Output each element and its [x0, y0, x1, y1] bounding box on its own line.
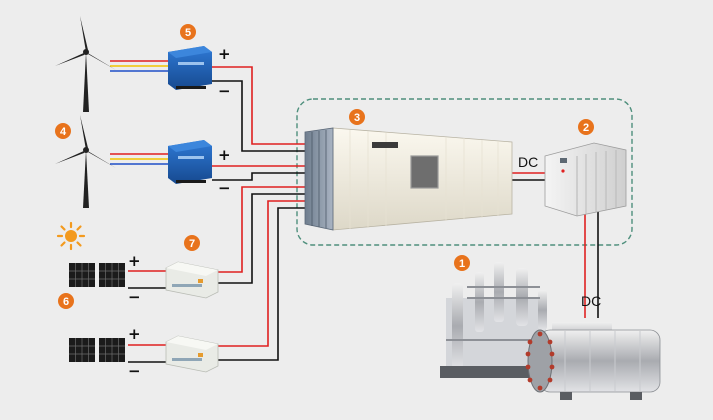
storage-enclosure: [296, 98, 633, 246]
badge-6: 6: [58, 293, 74, 309]
svg-text:7: 7: [189, 238, 195, 250]
minus-sign: −: [128, 288, 141, 306]
dc-label-container-cabinet: DC: [518, 154, 538, 170]
plus-sign: +: [128, 325, 141, 343]
badge-2: 2: [578, 119, 594, 135]
sun-icon: [56, 221, 86, 251]
mppt-controller-icon: [165, 335, 219, 373]
mppt-controller-icon: [165, 261, 219, 299]
svg-text:1: 1: [459, 258, 465, 270]
wind-turbine-icon: [55, 115, 116, 208]
plus-sign: +: [218, 146, 231, 164]
plus-sign: +: [218, 45, 231, 63]
svg-text:5: 5: [185, 27, 191, 39]
battery-container-icon: [304, 127, 513, 231]
svg-text:6: 6: [63, 296, 69, 308]
power-cabinet-icon: [544, 142, 627, 217]
rectifier-icon: [168, 46, 212, 90]
solar-panel-icon: [69, 263, 125, 287]
svg-text:4: 4: [60, 126, 67, 138]
minus-sign: −: [128, 362, 141, 380]
dc-label-cabinet-electrolyzer: DC: [581, 293, 601, 309]
wiring: [110, 60, 599, 363]
badge-1: 1: [454, 255, 470, 271]
svg-text:2: 2: [583, 122, 589, 134]
electrolyzer-icon: [440, 262, 661, 400]
plus-sign: +: [128, 252, 141, 270]
rectifier-icon: [168, 140, 212, 184]
badge-7: 7: [184, 235, 200, 251]
minus-sign: −: [218, 179, 231, 197]
badge-3: 3: [349, 109, 365, 125]
solar-panel-icon: [69, 338, 125, 362]
badge-4: 4: [55, 123, 71, 139]
minus-sign: −: [218, 82, 231, 100]
svg-text:3: 3: [354, 112, 360, 124]
wind-turbine-icon: [55, 16, 116, 112]
badge-5: 5: [180, 24, 196, 40]
